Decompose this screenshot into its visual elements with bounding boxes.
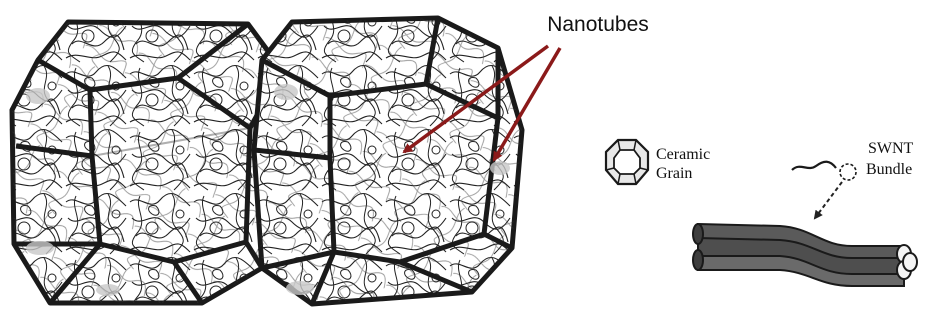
bundle-cross-section-callout xyxy=(840,164,856,180)
ceramic-grain-label-line2: Grain xyxy=(656,165,692,182)
swnt-label-line1: SWNT xyxy=(868,140,914,157)
ceramic-grain-left xyxy=(12,22,292,303)
swnt-label-line2: Bundle xyxy=(866,161,912,178)
swnt-bundle-icon xyxy=(693,224,917,286)
ceramic-grain-label-line1: Ceramic xyxy=(656,146,710,163)
bundle-zoom-arrow xyxy=(815,182,842,218)
ceramic-grain-right xyxy=(254,18,522,304)
single-nanotube-squiggle xyxy=(792,162,836,170)
ceramic-grain-icon xyxy=(606,140,648,184)
nanotubes-label: Nanotubes xyxy=(547,13,649,36)
